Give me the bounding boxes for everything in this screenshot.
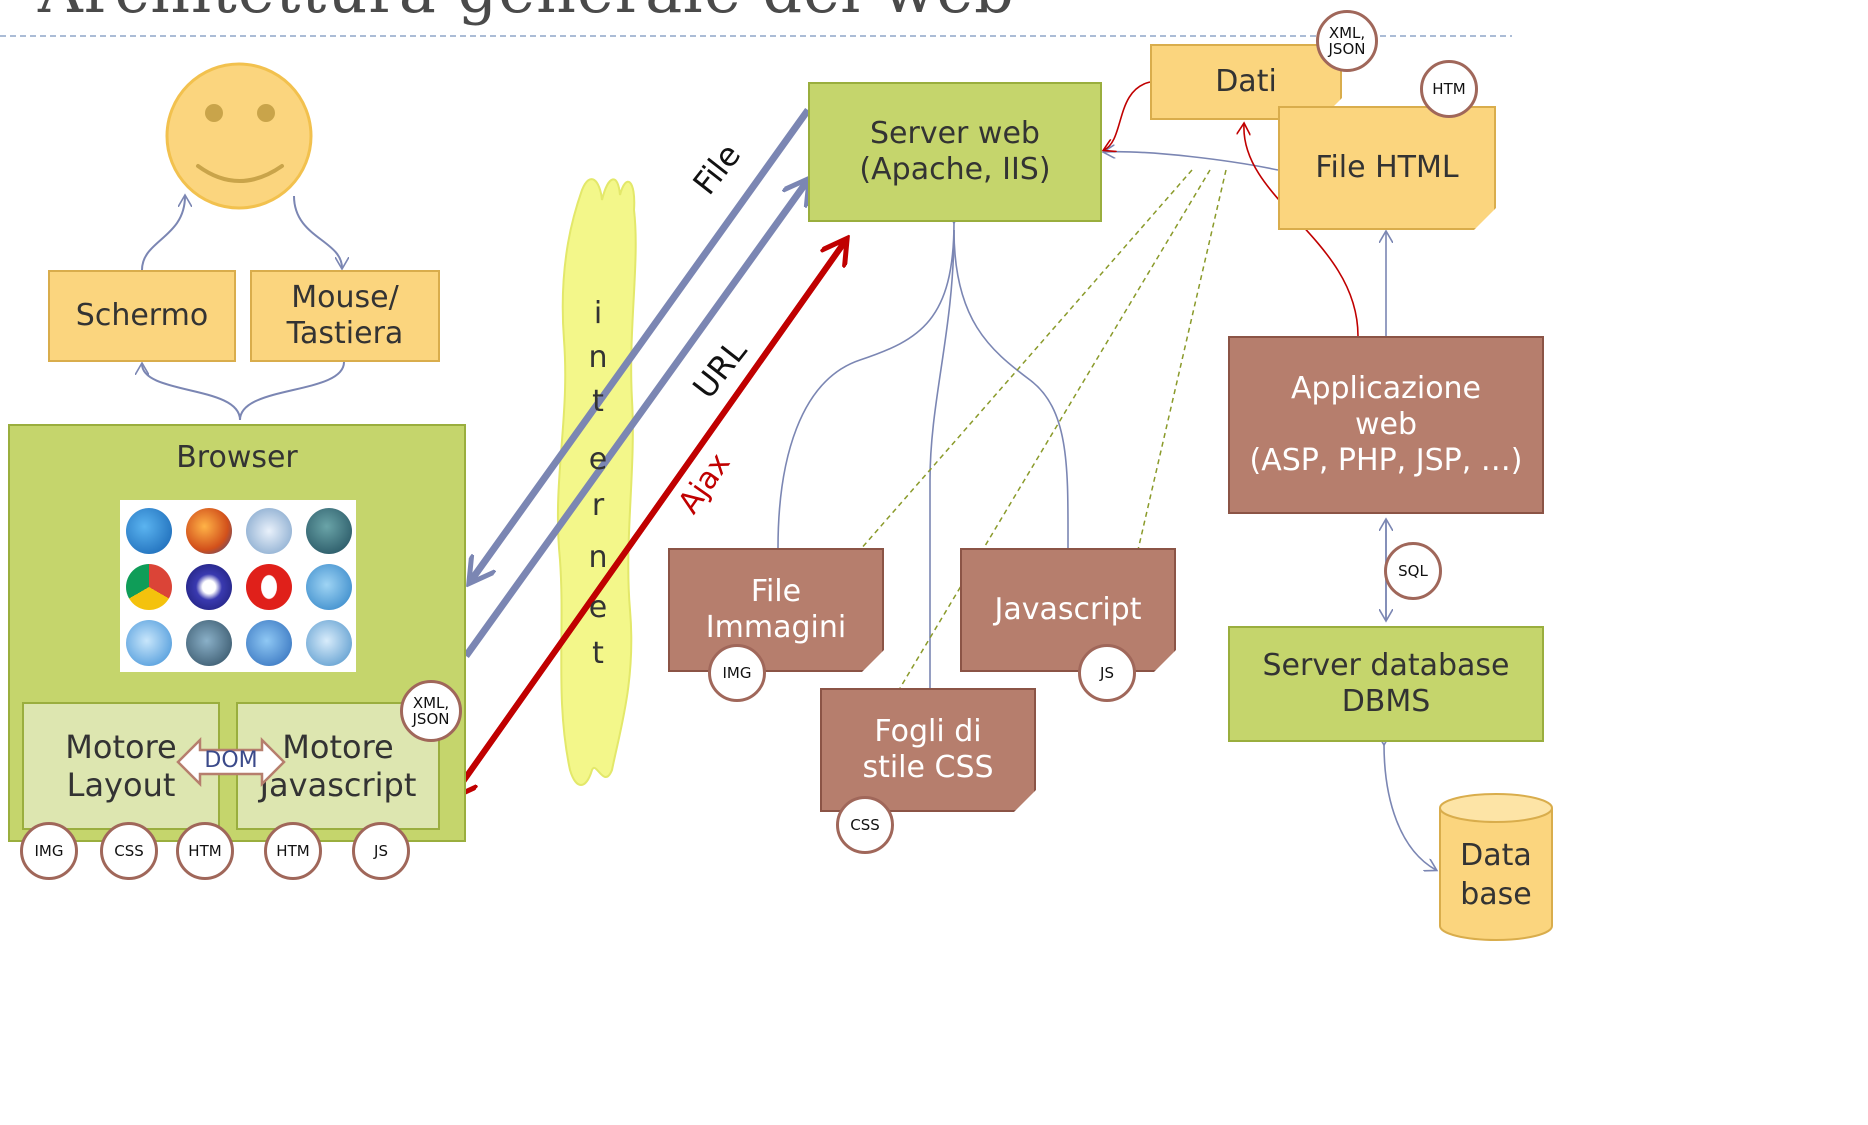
file-arrow [470,107,811,582]
web-application-line3: (ASP, PHP, JSP, …) [1249,443,1523,478]
css-files-line1: Fogli di [874,714,982,749]
maxthon-icon [246,620,292,666]
img-badge: IMG [20,822,78,880]
data-box: Dati [1150,44,1342,120]
css-files-box: Fogli di stile CSS [820,688,1036,812]
layout-engine-line2: Layout [66,766,176,804]
database-line1: Data [1460,838,1532,873]
javascript-files-label: Javascript [994,592,1142,627]
safari-icon [246,508,292,554]
web-server-line1: Server web [870,116,1040,151]
internet-letter: n [588,340,608,375]
web-application-line1: Applicazione [1290,371,1482,406]
input-label-line1: Mouse/ [291,280,399,315]
image-files-line2: Immagini [705,610,847,645]
internet-letter: n [588,540,608,575]
internet-letter: i [593,296,603,331]
javascript-engine-line2: Javascript [259,766,417,804]
sql-badge: SQL [1384,542,1442,600]
internet-letter: e [588,442,608,477]
image-files-box: File Immagini [668,548,884,672]
xml-badge-line2: JSON [412,710,450,728]
diagram-connectors [0,35,1553,941]
dom-arrow [176,736,286,788]
javascript-files-box: Javascript [960,548,1176,672]
layout-engine-line1: Motore [65,727,177,766]
browser-logos-panel [120,500,356,672]
database-label: Data base [1440,836,1552,914]
input-label-line2: Tastiera [286,316,404,351]
flock-icon [306,564,352,610]
database-cylinder [1439,793,1553,941]
screen-box: Schermo [48,270,236,362]
slide-title: Architettura generale del web [38,0,1015,27]
css-files-line2: stile CSS [862,750,994,785]
seamonkey-icon [186,564,232,610]
javascript-engine-line1: Motore [282,727,394,766]
htm-badge: HTM [264,822,322,880]
database-server-line1: Server database [1262,648,1510,683]
data-label: Dati [1215,64,1277,99]
database-line2: base [1460,877,1532,912]
dashed-relations [859,169,1227,689]
css-badge: CSS [836,796,894,854]
web-application-box: Applicazione web (ASP, PHP, JSP, …) [1228,336,1544,514]
database-server-line2: DBMS [1341,684,1431,719]
html-file-box: File HTML [1278,106,1496,230]
css-badge: CSS [100,822,158,880]
js-badge: JS [352,822,410,880]
xml-json-badge: XML, JSON [400,680,462,742]
internet-letter: e [588,590,608,625]
dom-label: DOM [204,748,258,773]
opera-icon [246,564,292,610]
netscape-icon [306,508,352,554]
input-devices-box: Mouse/ Tastiera [250,270,440,362]
chrome-icon [126,564,172,610]
xml-json-badge: XML, JSON [1316,10,1378,72]
kmeleon-icon [186,620,232,666]
htm-badge: HTM [176,822,234,880]
internet-explorer-icon [126,508,172,554]
konqueror-icon [126,620,172,666]
smiley-face-icon [165,62,313,210]
html-file-label: File HTML [1315,150,1459,185]
camino-icon [306,620,352,666]
web-server-box: Server web (Apache, IIS) [808,82,1102,222]
browser-title: Browser [176,440,298,475]
img-badge: IMG [708,644,766,702]
database-server-box: Server database DBMS [1228,626,1544,742]
web-server-line2: (Apache, IIS) [859,152,1051,187]
web-application-line2: web [1354,407,1418,442]
internet-letter: t [592,384,604,419]
js-badge: JS [1078,644,1136,702]
data-badge-line2: JSON [1328,40,1366,58]
data-badge-line1: XML, [1328,23,1366,42]
screen-label: Schermo [75,298,209,333]
firefox-icon [186,508,232,554]
internet-letter: t [592,636,604,671]
image-files-line1: File [750,574,802,609]
htm-badge: HTM [1420,60,1478,118]
xml-badge-line1: XML, [412,693,450,712]
url-arrow [463,180,808,659]
internet-letter: r [591,488,605,523]
